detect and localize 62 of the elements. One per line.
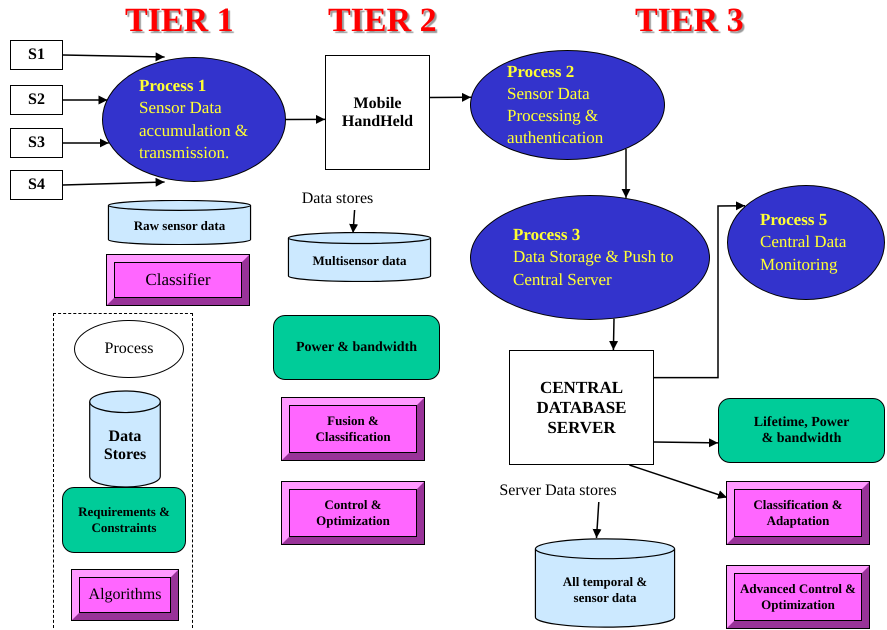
process-description: Central Data Monitoring <box>760 231 848 276</box>
data-store-cylinder <box>107 200 252 245</box>
process-box <box>325 55 430 170</box>
data-store-cylinder <box>287 232 432 282</box>
arrow <box>63 138 109 148</box>
arrow <box>629 464 728 499</box>
arrow <box>654 201 745 378</box>
node-label: Multisensor data <box>312 252 406 269</box>
arrow <box>622 149 630 198</box>
algorithm-box <box>727 482 869 544</box>
algorithm-box <box>107 255 249 305</box>
requirement-box <box>273 315 440 380</box>
arrow <box>592 502 602 538</box>
arrow <box>62 52 165 62</box>
node-label: Advanced Control & Optimization <box>738 581 858 613</box>
process-title: Process 2 <box>507 60 574 83</box>
node-label: S4 <box>28 176 45 194</box>
node-label: Lifetime, Power & bandwidth <box>752 414 850 446</box>
process-description: Sensor Data Processing & authentication <box>507 82 604 150</box>
process-title: Process 3 <box>513 224 580 246</box>
algorithm-box <box>727 566 869 628</box>
store-caption: Server Data stores <box>490 480 626 502</box>
legend-algorithm-sample: Algorithms <box>72 570 178 620</box>
process-description: Data Storage & Push to Central Server <box>513 246 675 291</box>
algorithm-box <box>282 482 424 544</box>
arrow <box>349 210 358 234</box>
tier-heading: TIER 1 <box>125 2 234 40</box>
legend-data-store-sample: Data Stores <box>89 390 161 488</box>
legend-process-sample: Process <box>74 320 184 378</box>
store-caption: Data stores <box>290 188 385 210</box>
node-label: S3 <box>28 134 45 152</box>
legend-requirement-sample: Requirements & Constraints <box>62 487 186 553</box>
tier-heading: TIER 2 <box>328 2 437 40</box>
algorithm-box <box>282 398 424 460</box>
data-store-cylinder <box>534 538 676 628</box>
node-label: All temporal & sensor data <box>562 574 648 606</box>
node-label: Control & Optimization <box>315 497 391 529</box>
arrow <box>62 178 165 187</box>
node-label: Power & bandwidth <box>296 340 418 356</box>
node-label: S1 <box>28 46 45 64</box>
node-label: Classifier <box>145 270 211 290</box>
arrow <box>654 438 718 448</box>
arrow <box>609 318 618 350</box>
process-description: Sensor Data accumulation & transmission. <box>139 97 250 164</box>
node-label: Mobile HandHeld <box>340 94 414 130</box>
process-title: Process 1 <box>139 75 206 98</box>
arrow <box>430 92 471 102</box>
process-title: Process 5 <box>760 209 828 232</box>
node-label: Raw sensor data <box>134 218 226 234</box>
node-label: Fusion & Classification <box>314 413 392 445</box>
arrow <box>286 114 325 124</box>
arrow <box>63 96 108 104</box>
process-box <box>10 85 63 115</box>
node-label: S2 <box>28 91 45 109</box>
process-box <box>10 170 63 200</box>
process-box <box>10 128 63 158</box>
process-box <box>10 40 63 70</box>
requirement-box <box>718 398 885 463</box>
node-label: Classification & Adaptation <box>752 497 844 529</box>
process-box <box>509 350 654 465</box>
tier-heading: TIER 3 <box>635 2 744 40</box>
node-label: CENTRAL DATABASE SERVER <box>535 378 628 438</box>
